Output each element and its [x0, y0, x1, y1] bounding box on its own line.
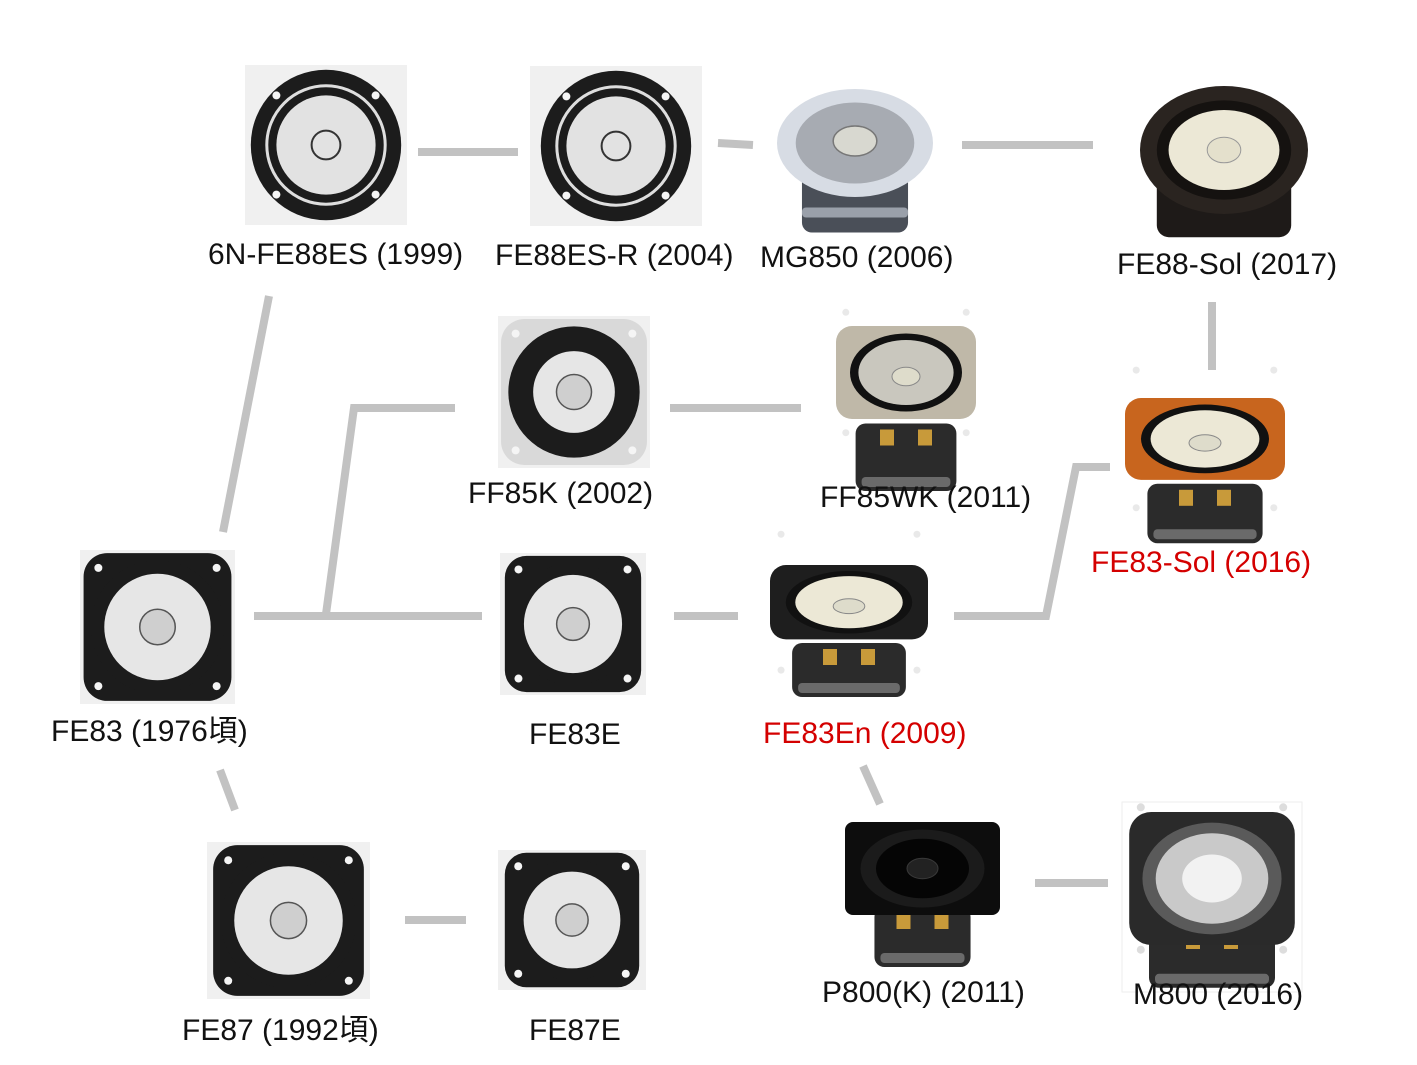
speaker-photo-fe87 [207, 842, 370, 999]
speaker-photo-ff85k [498, 316, 650, 468]
label-fe83en: FE83En (2009) [763, 717, 967, 750]
label-fe83e: FE83E [529, 718, 621, 751]
label-mg850: MG850 (2006) [760, 241, 954, 274]
connector-fe83en-fe83sol [954, 463, 1110, 620]
speaker-photo-ff85wk [836, 308, 976, 491]
connector-fe83-fe87 [216, 768, 239, 812]
speaker-photo-fe83e [500, 553, 646, 695]
speaker-photo-fe88-sol [1140, 86, 1308, 238]
label-ff85wk: FF85WK (2011) [820, 481, 1032, 514]
speaker-photo-fe83en [770, 530, 928, 697]
speaker-photo-m800 [1121, 801, 1303, 993]
speaker-photo-p800k [845, 822, 1000, 967]
connector-fe88esr-mg850 [717, 139, 754, 149]
label-m800: M800 (2016) [1133, 978, 1304, 1011]
speaker-photo-fe88es-r [530, 66, 702, 226]
connector-lines [216, 139, 1216, 924]
speaker-photo-fe87e [498, 850, 646, 990]
speaker-photo-6n-fe88es [245, 65, 407, 225]
label-fe87: FE87 (1992頃) [182, 1014, 379, 1047]
speaker-photos [80, 65, 1308, 999]
label-p800k: P800(K) (2011) [822, 976, 1025, 1009]
connector-fe83en-p800k [859, 764, 884, 806]
connector-fe83-6nfe88es [219, 295, 273, 533]
label-fe88-sol: FE88-Sol (2017) [1117, 248, 1338, 281]
label-fe83: FE83 (1976頃) [51, 715, 248, 748]
label-fe87e: FE87E [529, 1014, 621, 1047]
speaker-photo-fe83-sol [1125, 366, 1285, 544]
connector-branch-ff85k [322, 404, 455, 615]
label-fe88es-r: FE88ES-R (2004) [495, 239, 734, 272]
speaker-photo-mg850 [777, 89, 933, 233]
label-6n-fe88es: 6N-FE88ES (1999) [208, 238, 464, 271]
speaker-photo-fe83 [80, 550, 235, 704]
label-fe83-sol: FE83-Sol (2016) [1091, 546, 1312, 579]
label-ff85k: FF85K (2002) [468, 477, 654, 510]
